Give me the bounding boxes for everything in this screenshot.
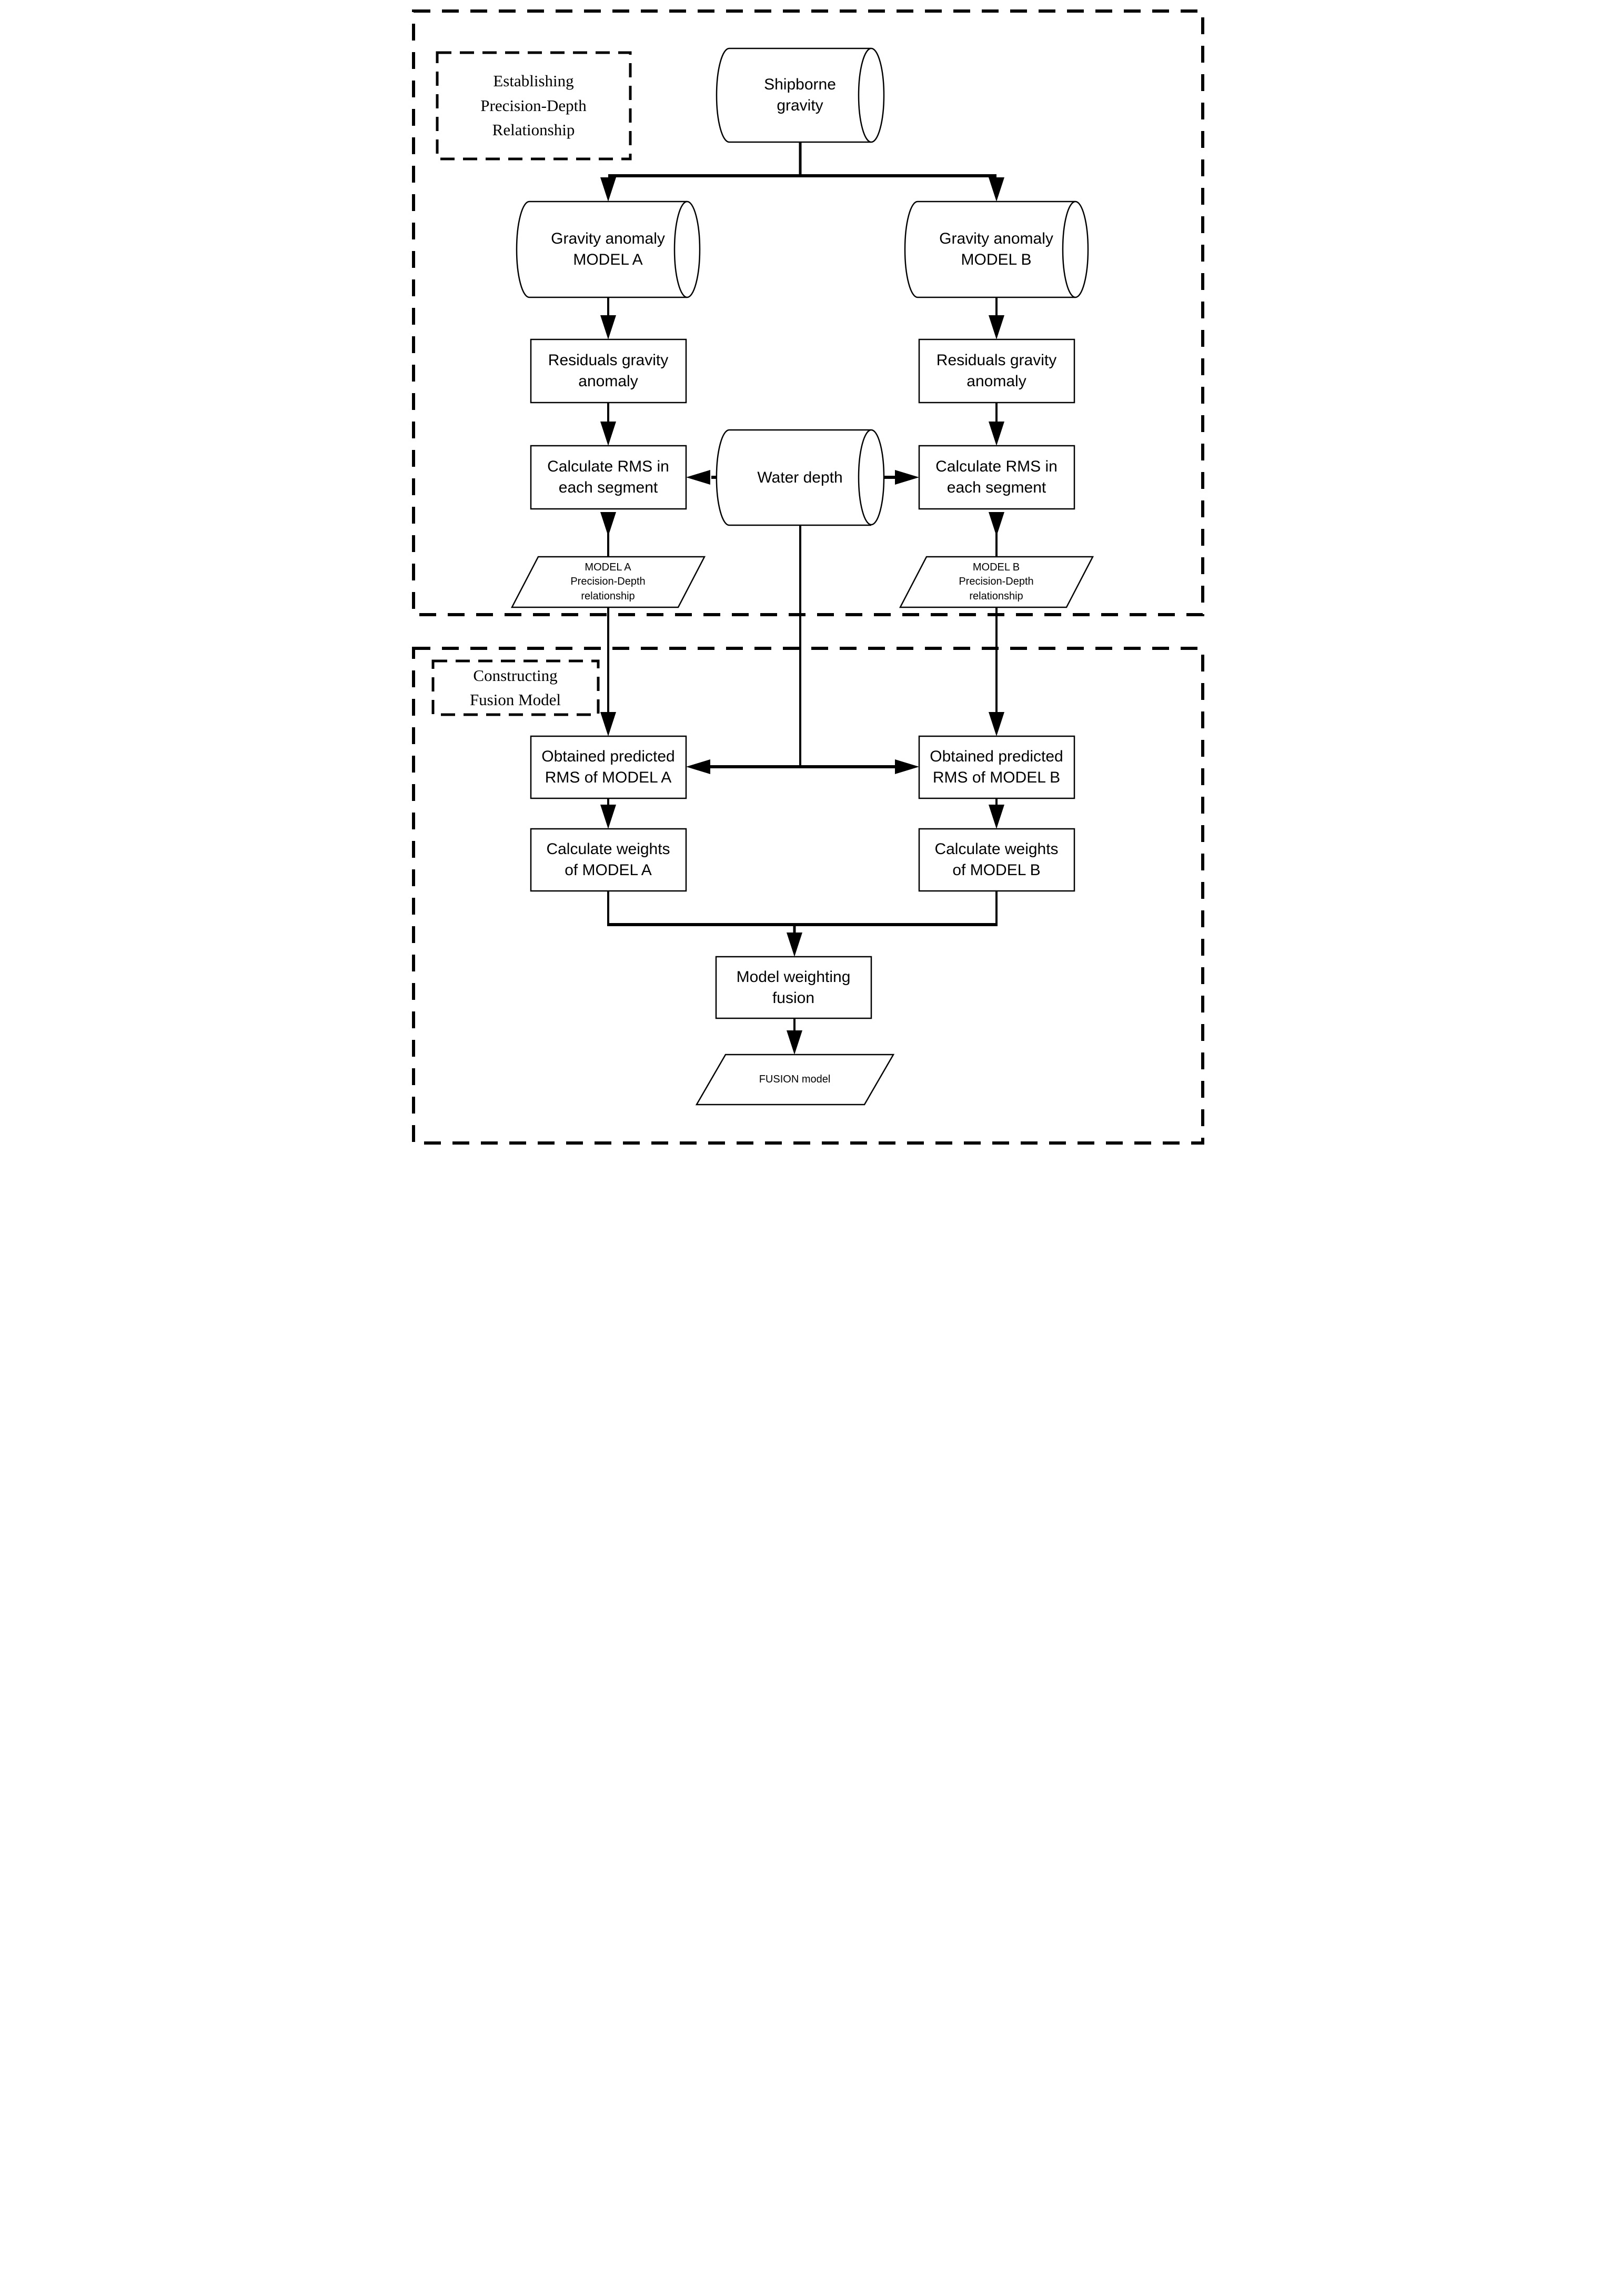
arrowhead-double-left: [686, 759, 710, 774]
section-label-line: Precision-Depth: [480, 96, 587, 115]
shipborne-gravity-label: Shipborne gravity: [764, 76, 836, 114]
weights-a-box: [530, 828, 687, 892]
section-establishing-label-box: [436, 51, 631, 161]
pd-b-parallelogram: [899, 556, 1094, 608]
section-constructing-border: [411, 647, 1204, 1145]
arrowhead-to-obtained-b: [988, 712, 1004, 736]
arrowhead-to-obtained-a: [600, 712, 616, 736]
arrowhead-to-fusion-box: [786, 933, 802, 957]
arrowhead-to-pd-b: [988, 512, 1004, 536]
residuals-a-label: Residuals gravity anomaly: [548, 352, 669, 390]
arrowhead-to-rms-b: [988, 422, 1004, 446]
arrowhead-to-residuals-a: [600, 315, 616, 339]
rms-a-label: Calculate RMS in each segment: [547, 458, 669, 496]
residuals-a-box: [530, 338, 687, 404]
gravity-anomaly-model-a-cylinder: [516, 200, 700, 298]
rms-b-box: [918, 445, 1075, 510]
arrowhead-double-right: [894, 759, 919, 774]
section-constructing-label-box: [431, 659, 599, 716]
water-depth-cylinder: [716, 429, 884, 526]
arrowhead-to-model-a: [600, 177, 616, 202]
section-label-line: Fusion Model: [469, 690, 561, 709]
obtained-b-box: [918, 735, 1075, 799]
gravity-anomaly-model-b-label: Gravity anomaly MODEL B: [939, 230, 1053, 268]
section-label-line: Establishing: [493, 72, 574, 91]
residuals-b-label: Residuals gravity anomaly: [936, 352, 1057, 390]
flowchart-shapes: [411, 9, 1204, 1145]
arrowhead-to-rms-a: [600, 422, 616, 446]
section-establishing-label: Establishing Precision-Depth Relationshi…: [437, 53, 630, 159]
section-label-line: Constructing: [473, 666, 558, 685]
model-weighting-fusion-box: [715, 956, 872, 1019]
pd-a-parallelogram: [510, 556, 706, 608]
rms-a-box: [530, 445, 687, 510]
shipborne-gravity-cylinder: [716, 47, 884, 143]
gravity-anomaly-model-a-label: Gravity anomaly MODEL A: [551, 230, 665, 268]
rms-b-label: Calculate RMS in each segment: [935, 458, 1058, 496]
arrowhead-to-residuals-b: [988, 315, 1004, 339]
arrowhead-to-model-b: [988, 177, 1004, 202]
water-depth-label: Water depth: [757, 468, 843, 486]
residuals-b-box: [918, 338, 1075, 404]
section-establishing-border: [411, 9, 1204, 616]
arrowhead-waterdepth-to-rms-b: [894, 470, 919, 485]
arrowhead-waterdepth-to-rms-a: [686, 470, 710, 485]
flowchart-canvas: Establishing Precision-Depth Relationshi…: [402, 0, 1209, 1148]
weights-b-box: [918, 828, 1075, 892]
arrowhead-to-pd-a: [600, 512, 616, 536]
gravity-anomaly-model-b-cylinder: [904, 200, 1089, 298]
obtained-b-label: Obtained predicted RMS of MODEL B: [930, 748, 1063, 786]
pd-b-label: MODEL B Precision-Depth relationship: [959, 561, 1034, 602]
obtained-a-label: Obtained predicted RMS of MODEL A: [541, 748, 675, 786]
section-constructing-label: Constructing Fusion Model: [433, 661, 598, 715]
fusion-model-label: FUSION model: [759, 1073, 831, 1085]
obtained-a-box: [530, 735, 687, 799]
weights-b-label: Calculate weights of MODEL B: [934, 840, 1059, 879]
arrowhead-to-weights-a: [600, 805, 616, 829]
weights-a-label: Calculate weights of MODEL A: [546, 840, 670, 879]
pd-a-label: MODEL A Precision-Depth relationship: [570, 561, 646, 602]
fusion-model-parallelogram: [695, 1054, 894, 1106]
section-label-line: Relationship: [492, 121, 575, 139]
arrowhead-to-weights-b: [988, 805, 1004, 829]
arrowhead-to-fusion-model: [786, 1030, 802, 1055]
model-weighting-fusion-label: Model weighting fusion: [736, 968, 851, 1007]
